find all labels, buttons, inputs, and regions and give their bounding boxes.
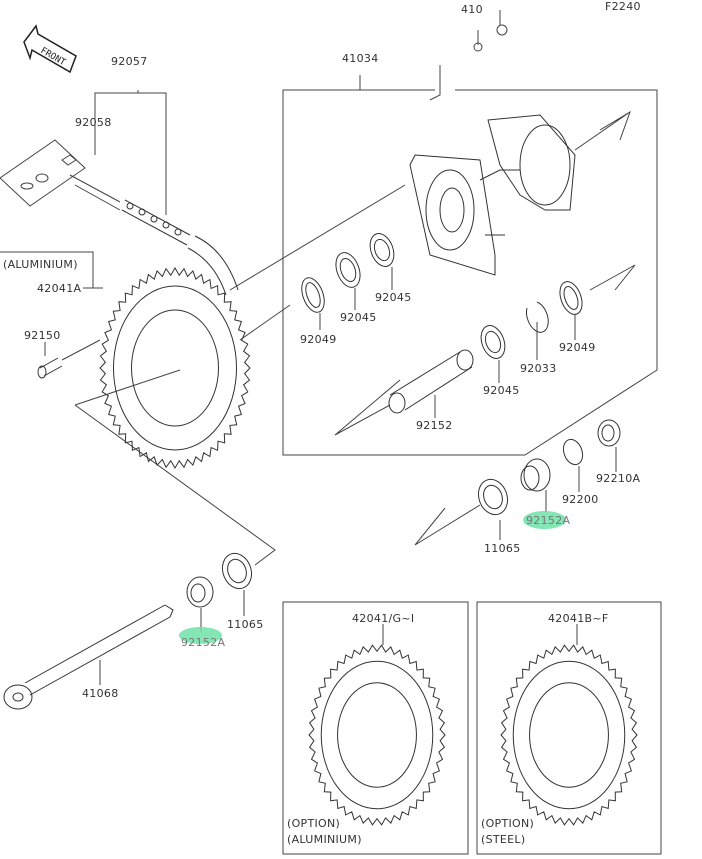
option-note-2: (ALUMINIUM): [287, 833, 362, 846]
front-arrow-icon: FRONT: [23, 24, 77, 74]
sprocket-option-aluminium-part: [308, 644, 446, 826]
sprocket-axis-line: [239, 304, 291, 341]
bolt-92150-part: [37, 357, 63, 379]
option-leaders: [382, 624, 578, 645]
aluminium-bracket: [0, 251, 94, 288]
part-label-92057[interactable]: 92057: [111, 55, 148, 68]
part-label-41068[interactable]: 41068: [82, 687, 119, 700]
410-leader: [429, 65, 441, 101]
sprocket-option-aluminium-part-center-hole: [337, 682, 417, 788]
part-label-11065-left[interactable]: 11065: [227, 618, 264, 631]
bearing-parts: [301, 233, 583, 359]
part-label-92049-left[interactable]: 92049: [300, 333, 337, 346]
aluminium-note: (ALUMINIUM): [3, 258, 78, 271]
sprocket-42041A-part: [99, 267, 251, 469]
option-aluminium-box: [282, 601, 469, 855]
part-label-option-steel[interactable]: 42041B~F: [548, 612, 609, 625]
right-guide: [414, 504, 481, 546]
option-steel-box: [476, 601, 662, 855]
part-label-92152A-right[interactable]: 92152A: [526, 514, 571, 527]
92150-leader: [44, 339, 101, 361]
option-note-1-steel: (OPTION): [481, 817, 535, 830]
part-label-92049-right[interactable]: 92049: [559, 341, 596, 354]
part-label-41034[interactable]: 41034: [342, 52, 379, 65]
rear-hub-part: [409, 114, 576, 276]
sprocket-option-steel-part-outer-ring: [512, 660, 626, 810]
diagram-code: F2240: [605, 0, 641, 13]
clip-part: [20, 182, 34, 190]
part-label-410[interactable]: 410: [461, 3, 483, 16]
part-label-42041A[interactable]: 42041A: [37, 282, 82, 295]
sprocket-option-steel-part-center-hole: [529, 682, 609, 788]
sprocket-option-aluminium-part-outer-ring: [320, 660, 434, 810]
master-link-part: [61, 154, 77, 166]
nut-top-part: [496, 24, 508, 36]
option-note-1: (OPTION): [287, 817, 341, 830]
chain-joint-box: [0, 139, 86, 207]
right-leaders: [499, 447, 617, 540]
part-label-92045-c[interactable]: 92045: [483, 384, 520, 397]
part-label-option-aluminium[interactable]: 42041/G~I: [352, 612, 415, 625]
part-label-11065-right[interactable]: 11065: [484, 542, 521, 555]
axle-guide: [74, 369, 276, 566]
part-label-92045-a[interactable]: 92045: [340, 311, 377, 324]
link-plate-part: [35, 173, 49, 183]
chain-guide-lines: [69, 174, 121, 211]
hub-assembly-box: [282, 75, 658, 456]
spacer-92152-part: [388, 349, 474, 414]
part-label-92045-b[interactable]: 92045: [375, 291, 412, 304]
part-label-92152A-left[interactable]: 92152A: [181, 636, 226, 649]
spacer-guide: [334, 379, 401, 436]
part-label-92058[interactable]: 92058: [75, 116, 112, 129]
part-label-92210A[interactable]: 92210A: [596, 472, 641, 485]
highlight-92152A-left: [179, 627, 222, 644]
left-collar-parts: [186, 552, 253, 608]
part-label-92152[interactable]: 92152: [416, 419, 453, 432]
axle-41068-part: [3, 604, 174, 710]
part-label-92150[interactable]: 92150: [24, 329, 61, 342]
seal-guide: [589, 264, 636, 291]
sprocket-42041A-part-center-hole: [131, 309, 219, 427]
part-label-92033[interactable]: 92033: [520, 362, 557, 375]
part-label-92200[interactable]: 92200: [562, 493, 599, 506]
hub-guide-right: [574, 110, 631, 151]
washer-410-part: [473, 42, 483, 52]
hub-axis-line: [229, 184, 406, 291]
sprocket-option-steel-part: [500, 644, 638, 826]
highlight-92152A-right: [523, 511, 566, 529]
right-side-parts: [477, 419, 621, 516]
bearing-leaders: [319, 267, 576, 383]
sprocket-42041A-part-outer-ring: [113, 285, 237, 451]
chain-leader: [94, 90, 167, 215]
chain-part: [121, 199, 239, 296]
option-note-2-steel: (STEEL): [481, 833, 526, 846]
